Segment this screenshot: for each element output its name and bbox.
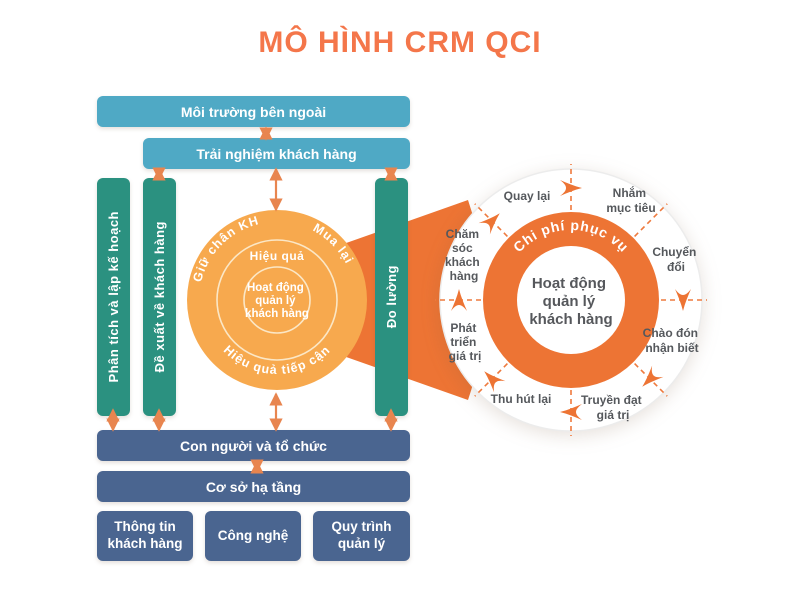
flow-arrow-icon xyxy=(478,213,500,235)
bar-infrastructure: Cơ sở hạ tầng xyxy=(97,471,410,502)
box-customer-information-line1: Thông tin xyxy=(114,519,176,535)
zoom-wedge xyxy=(332,200,485,400)
flow-arrow-icon xyxy=(642,365,664,387)
segment-label-quay-lai: Quay lại xyxy=(504,189,551,203)
core-ring-outer xyxy=(216,239,338,361)
flow-arrow-icon xyxy=(560,180,582,196)
column-customer-proposition-label: Đề xuất về khách hàng xyxy=(152,221,167,373)
bar-infrastructure-label: Cơ sở hạ tầng xyxy=(205,478,302,495)
flow-arrow-icon xyxy=(484,371,506,393)
core-label-efficiency: Hiệu quả xyxy=(250,249,305,263)
bar-external-environment-label: Môi trường bên ngoài xyxy=(180,103,327,120)
segment-label-phat-trien: Phát triển giá trị xyxy=(449,321,482,363)
flow-arrow-icon xyxy=(675,289,691,311)
segment-label-thu-hut-lai: Thu hút lại xyxy=(491,392,552,406)
flow-arrow-icon xyxy=(560,404,582,420)
box-technology: Công nghệ xyxy=(205,511,301,561)
segment-label-chao-don: Chào đón nhận biết xyxy=(643,326,702,355)
column-analysis-planning: Phân tích và lập kế hoạch xyxy=(97,178,130,416)
core-circle-fill xyxy=(187,210,367,390)
core-ring-inner xyxy=(243,266,311,334)
column-measurement-label: Đo lường xyxy=(384,265,399,329)
core-circle: Giữ chân KH Mua lại Hiệu quả tiếp cận Hi… xyxy=(187,210,367,390)
segment-label-nham-muc-tieu: Nhắm mục tiêu xyxy=(606,185,655,215)
column-analysis-planning-label: Phân tích và lập kế hoạch xyxy=(106,211,121,383)
segment-label-cham-soc: Chăm sóc khách hàng xyxy=(445,227,483,283)
box-management-process-line1: Quy trình xyxy=(331,519,392,535)
detail-center-label: Hoạt động quản lý khách hàng xyxy=(529,275,612,328)
box-customer-information: Thông tin khách hàng xyxy=(97,511,193,561)
bar-external-environment: Môi trường bên ngoài xyxy=(97,96,410,127)
column-measurement: Đo lường xyxy=(375,178,408,416)
page-title: MÔ HÌNH CRM QCI xyxy=(258,26,542,59)
flow-arrow-icon xyxy=(451,289,467,311)
box-technology-label: Công nghệ xyxy=(217,527,289,543)
segment-label-truyen-dat: Truyền đạt giá trị xyxy=(581,393,645,422)
segment-label-chuyen-doi: Chuyển đổi xyxy=(652,245,699,274)
column-customer-proposition: Đề xuất về khách hàng xyxy=(143,178,176,416)
box-customer-information-line2: khách hàng xyxy=(107,536,183,551)
detail-circle: Chi phí phục vụ Hoạt động quản lý khách … xyxy=(435,164,707,436)
bar-customer-experience-label: Trải nghiệm khách hàng xyxy=(196,145,357,162)
bar-customer-experience: Trải nghiệm khách hàng xyxy=(143,138,410,169)
core-center-label: Hoạt động quản lý khách hàng xyxy=(245,282,309,320)
box-management-process: Quy trình quản lý xyxy=(313,511,410,561)
flow-arrow-icons xyxy=(451,180,691,420)
detail-donut-hole xyxy=(517,246,625,354)
bar-people-organization-label: Con người và tổ chức xyxy=(180,437,327,454)
bar-people-organization: Con người và tổ chức xyxy=(97,430,410,461)
box-management-process-line2: quản lý xyxy=(337,536,386,551)
